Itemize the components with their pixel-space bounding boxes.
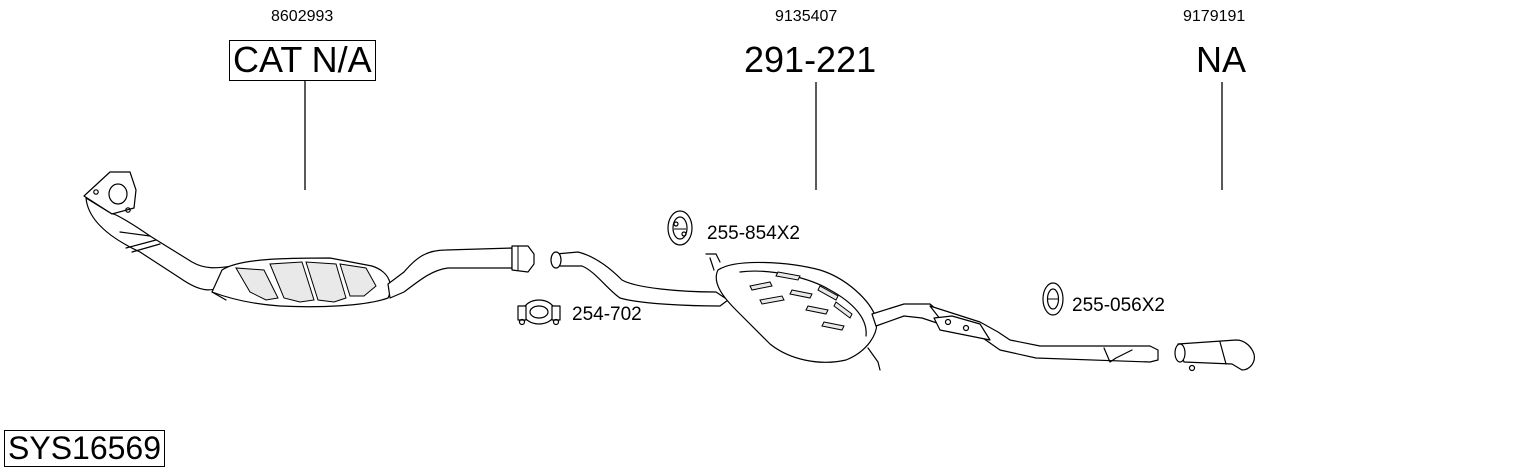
accessory-label-rubber-mount-1[interactable]: 255-854X2 <box>707 223 800 244</box>
rear-pipe-drawing[interactable] <box>929 282 1255 372</box>
system-id: SYS16569 <box>4 430 166 467</box>
oe-number-catalyst: 8602993 <box>271 8 334 25</box>
oe-number-rear-pipe: 9179191 <box>1183 8 1246 25</box>
part-label-catalyst[interactable]: CAT N/A <box>229 40 376 81</box>
middle-silencer-drawing[interactable] <box>550 251 945 371</box>
accessory-label-rubber-mount-2[interactable]: 255-056X2 <box>1072 295 1165 316</box>
part-label-rear-pipe[interactable]: NA <box>1196 39 1247 80</box>
clamp-254-702-icon[interactable] <box>517 299 561 326</box>
accessory-label-clamp[interactable]: 254-702 <box>572 304 642 325</box>
catalytic-converter-drawing[interactable] <box>83 171 535 308</box>
part-label-middle-silencer[interactable]: 291-221 <box>744 39 877 80</box>
oe-number-middle-silencer: 9135407 <box>775 8 838 25</box>
rubber-mount-255-056x2-icon[interactable] <box>1042 282 1064 316</box>
rubber-mount-255-854x2-icon[interactable] <box>667 210 693 246</box>
